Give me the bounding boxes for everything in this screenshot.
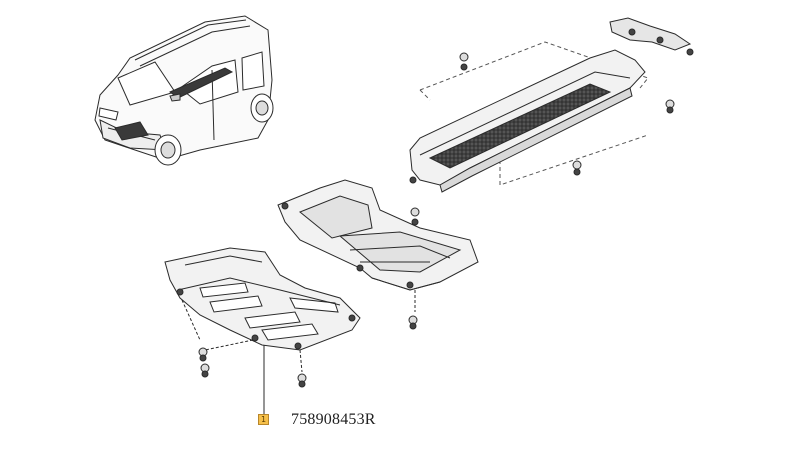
- part-number-label[interactable]: 758908453R: [291, 411, 376, 428]
- callout-marker[interactable]: 1: [258, 414, 269, 425]
- vehicle-illustration: [94, 15, 274, 166]
- front-engine-shield: [164, 247, 361, 388]
- middle-underbody-shield: [277, 179, 479, 330]
- rear-underbody-shield: [409, 17, 694, 193]
